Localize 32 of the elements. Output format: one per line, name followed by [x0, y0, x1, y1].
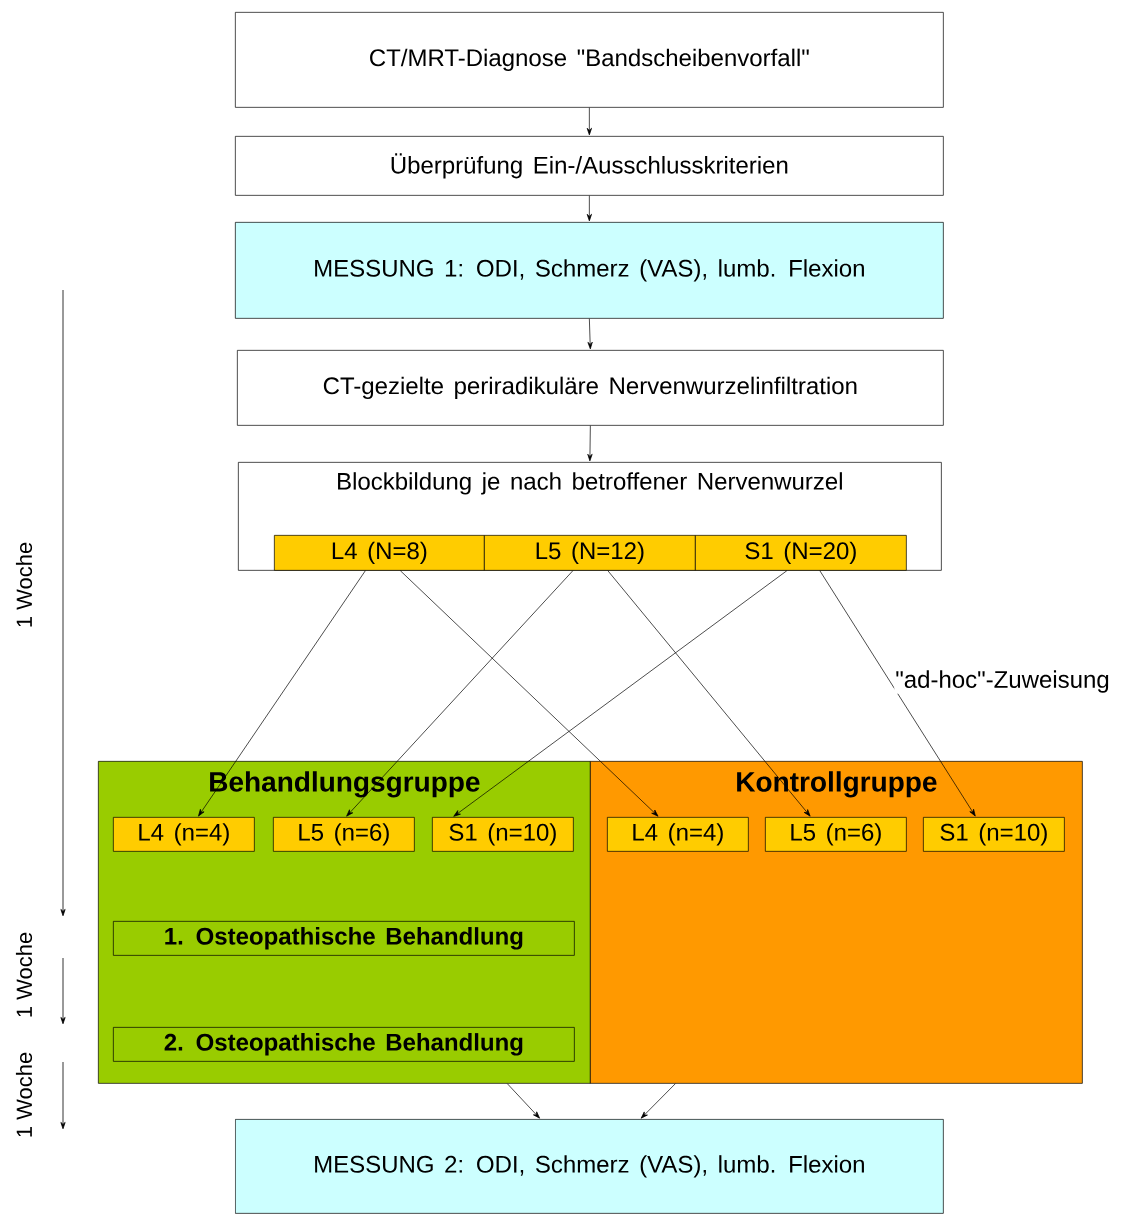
arrow	[346, 570, 574, 817]
subgroup-box: S1 (n=10)	[923, 817, 1065, 852]
arrow	[587, 318, 593, 350]
subgroup-box: L4 (n=4)	[113, 817, 255, 852]
subgroup-box: L4 (n=4)	[607, 817, 749, 852]
subgroup-box: S1 (n=10)	[432, 817, 574, 852]
process-box: Überprüfung Ein-/Ausschlusskriterien	[235, 136, 944, 196]
duration-label: 1 Woche	[15, 932, 33, 1017]
arrow	[453, 570, 788, 817]
arrow	[587, 425, 593, 462]
group-cell: L4 (N=8)	[274, 535, 485, 571]
arrow	[586, 107, 592, 136]
arrow	[607, 570, 811, 817]
treatment-box: 2. Osteopathische Behandlung	[113, 1027, 575, 1062]
arrow	[198, 570, 366, 817]
process-box: CT-gezielte periradikuläre Nervenwurzelinfiltration	[237, 350, 944, 426]
group-cell: L5 (N=12)	[484, 535, 696, 571]
arrow	[507, 1083, 540, 1119]
arrow	[586, 195, 592, 222]
arrow	[400, 570, 659, 817]
subgroup-box: L5 (n=6)	[273, 817, 415, 852]
treatment-box: 1. Osteopathische Behandlung	[113, 921, 575, 956]
group-cell: S1 (N=20)	[695, 535, 907, 571]
subgroup-box: L5 (n=6)	[765, 817, 907, 852]
duration-label: 1 Woche	[15, 542, 33, 627]
measurement-box: MESSUNG 1: ODI, Schmerz (VAS), lumb. Flexion	[235, 222, 944, 319]
arrow	[819, 570, 976, 817]
process-box: CT/MRT-Diagnose "Bandscheibenvorfall"	[235, 12, 944, 108]
edge-label: "ad-hoc"-Zuweisung	[894, 669, 1111, 694]
arrow	[640, 1083, 676, 1119]
measurement-box: MESSUNG 2: ODI, Schmerz (VAS), lumb. Flexion	[235, 1119, 944, 1214]
duration-label: 1 Woche	[15, 1052, 33, 1137]
